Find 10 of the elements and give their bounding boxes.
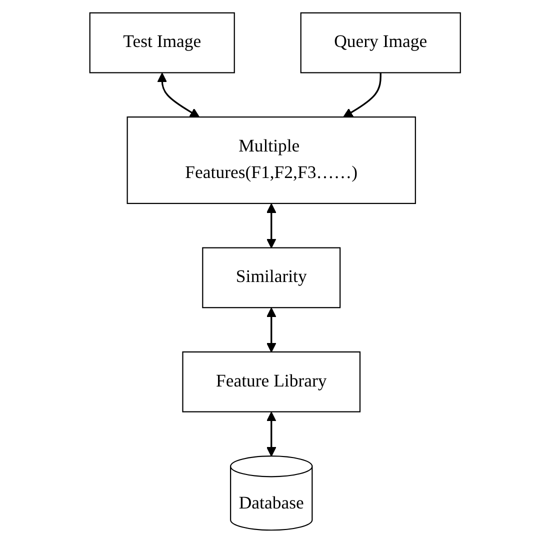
arrow <box>266 203 276 248</box>
node-box: Test Image <box>89 12 235 74</box>
node-box: Multiple Features(F1,F2,F3……) <box>126 116 416 204</box>
node-box: Similarity <box>202 247 340 308</box>
node-box: Query Image <box>300 12 461 74</box>
arrow <box>266 412 276 457</box>
arrow <box>343 72 382 118</box>
arrow <box>157 72 200 118</box>
node-box: Feature Library <box>182 351 360 412</box>
arrow <box>266 308 276 352</box>
